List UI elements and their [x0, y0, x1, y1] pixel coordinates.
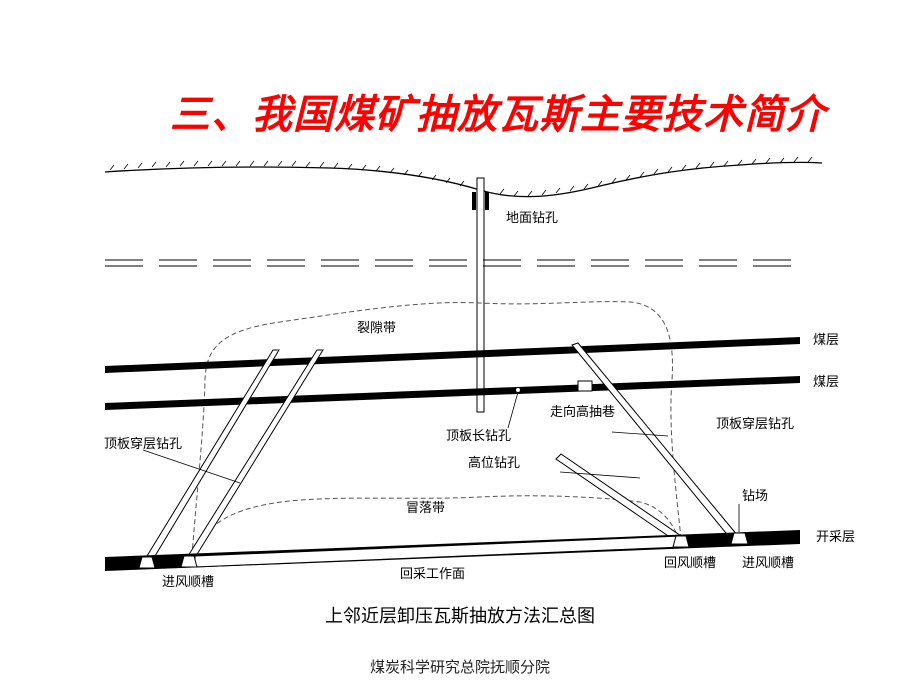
fracture-zone-boundary: [191, 301, 683, 557]
label-working-face: 回采工作面: [400, 567, 465, 582]
label-intake-gateway-left: 进风顺槽: [162, 575, 214, 590]
label-return-gateway: 回风顺槽: [664, 556, 716, 571]
label-strike-high-roadway: 走向高抽巷: [550, 404, 615, 420]
label-roof-long-borehole: 顶板长钻孔: [446, 429, 511, 444]
label-drill-site: 钻场: [742, 489, 768, 504]
label-intake-gateway-right: 进风顺槽: [742, 556, 794, 571]
label-caving-zone: 冒落带: [406, 501, 445, 516]
intake-gateway-left-2: [180, 555, 198, 568]
high-level-borehole: [555, 453, 685, 543]
label-fracture-zone: 裂隙带: [357, 321, 396, 336]
label-surface-borehole: 地面钻孔: [506, 211, 558, 226]
slide-title: 三、我国煤矿抽放瓦斯主要技术简介: [170, 91, 826, 138]
label-coal-seam-1: 煤层: [813, 333, 839, 348]
label-mining-seam: 开采层: [816, 530, 855, 545]
label-coal-seam-2: 煤层: [813, 375, 839, 390]
label-roof-cross-borehole-left: 顶板穿层钻孔: [104, 436, 182, 452]
footer-institution: 煤炭科学研究总院抚顺分院: [369, 658, 550, 676]
label-roof-cross-borehole-right: 顶板穿层钻孔: [716, 416, 794, 432]
label-high-borehole: 高位钻孔: [468, 455, 520, 471]
surface-borehole: [476, 177, 485, 413]
strike-high-roadway: [577, 380, 593, 392]
caving-zone-boundary: [194, 495, 683, 557]
ground-surface-line: [104, 161, 823, 198]
coal-seam-lower: [105, 376, 800, 410]
drill-site-chamber: [730, 532, 749, 545]
roof-long-borehole-point: [515, 387, 521, 393]
coal-seam-upper: [105, 337, 800, 373]
surface-borehole-casing: [472, 192, 476, 210]
intake-gateway-left: [138, 556, 156, 569]
leader-lines: [142, 391, 740, 532]
roof-borehole-right: [571, 342, 739, 539]
surface-borehole-casing: [485, 192, 489, 210]
strata-break-lines: [105, 259, 800, 267]
return-gateway: [672, 535, 690, 548]
figure-caption: 上邻近层卸压瓦斯抽放方法汇总图: [325, 606, 595, 627]
ground-hatching: [109, 156, 813, 197]
